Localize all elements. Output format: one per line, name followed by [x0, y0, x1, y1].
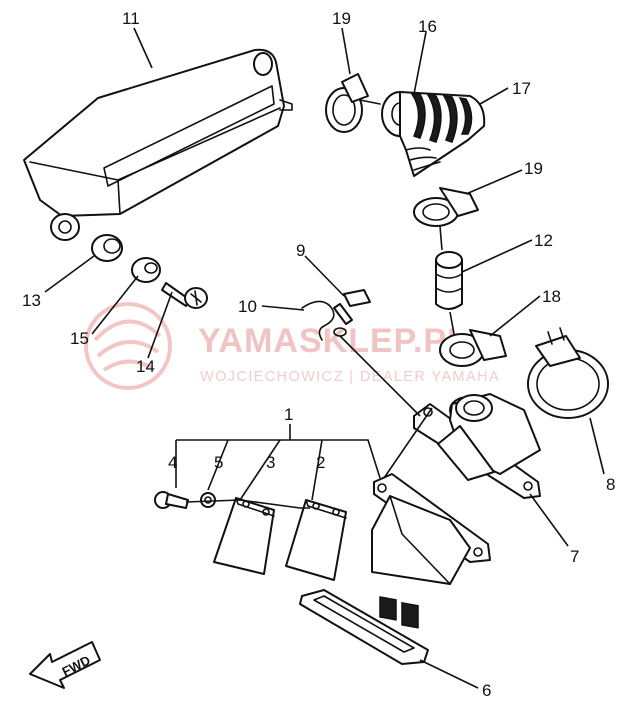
- part-5-washer: [200, 492, 216, 508]
- callout-3: 3: [266, 453, 275, 472]
- part-18-clamp: [439, 329, 507, 367]
- part-19-lower-hose-clamp: [413, 187, 479, 227]
- callouts: 11 19 16 17 19 12 9 18 10 13 15 14 1 4 5…: [22, 9, 615, 700]
- part-4-screw: [154, 491, 189, 509]
- callout-13: 13: [22, 291, 41, 310]
- callout-18: 18: [542, 287, 561, 306]
- part-6-gasket: [299, 589, 429, 665]
- part-9-bolt: [333, 289, 371, 325]
- part-3-reed: [213, 497, 275, 575]
- callout-9: 9: [296, 241, 305, 260]
- fwd-direction-arrow: FWD: [29, 641, 101, 689]
- part-13-grommet: [91, 234, 123, 262]
- callout-4: 4: [168, 453, 177, 472]
- watermark: YAMASKLEP.PL WOJCIECHOWICZ | DEALER YAMA…: [84, 302, 500, 390]
- watermark-logo-icon: [84, 302, 172, 390]
- callout-11: 11: [122, 9, 140, 28]
- callout-6: 6: [482, 681, 491, 700]
- callout-5: 5: [214, 453, 223, 472]
- part-15-collar: [131, 257, 161, 283]
- watermark-subtitle: WOJCIECHOWICZ | DEALER YAMAHA: [200, 369, 500, 385]
- part-8-band-clamp: [527, 327, 609, 419]
- callout-7: 7: [570, 547, 579, 566]
- watermark-brand: YAMASKLEP.PL: [198, 322, 469, 360]
- part-12-pipe: [435, 251, 463, 310]
- callout-17: 17: [512, 79, 531, 98]
- part-17-bellows: [399, 91, 486, 177]
- callout-19-upper: 19: [332, 9, 351, 28]
- part-19-upper-hose-clamp: [325, 73, 381, 133]
- callout-2: 2: [316, 453, 325, 472]
- callout-10: 10: [238, 297, 257, 316]
- callout-19-lower: 19: [524, 159, 543, 178]
- part-14-screw: [161, 282, 208, 309]
- part-11-air-box: [23, 48, 293, 241]
- leader-lines: [44, 27, 605, 689]
- callout-12: 12: [534, 231, 553, 250]
- callout-1: 1: [284, 405, 293, 424]
- callout-16: 16: [418, 17, 437, 36]
- callout-15: 15: [70, 329, 89, 348]
- part-2-reed-stopper: [285, 499, 347, 581]
- part-1-reed-valve-assembly: [371, 473, 491, 629]
- part-7-carburetor-joint: [413, 393, 541, 499]
- callout-8: 8: [606, 475, 615, 494]
- callout-14: 14: [136, 357, 155, 376]
